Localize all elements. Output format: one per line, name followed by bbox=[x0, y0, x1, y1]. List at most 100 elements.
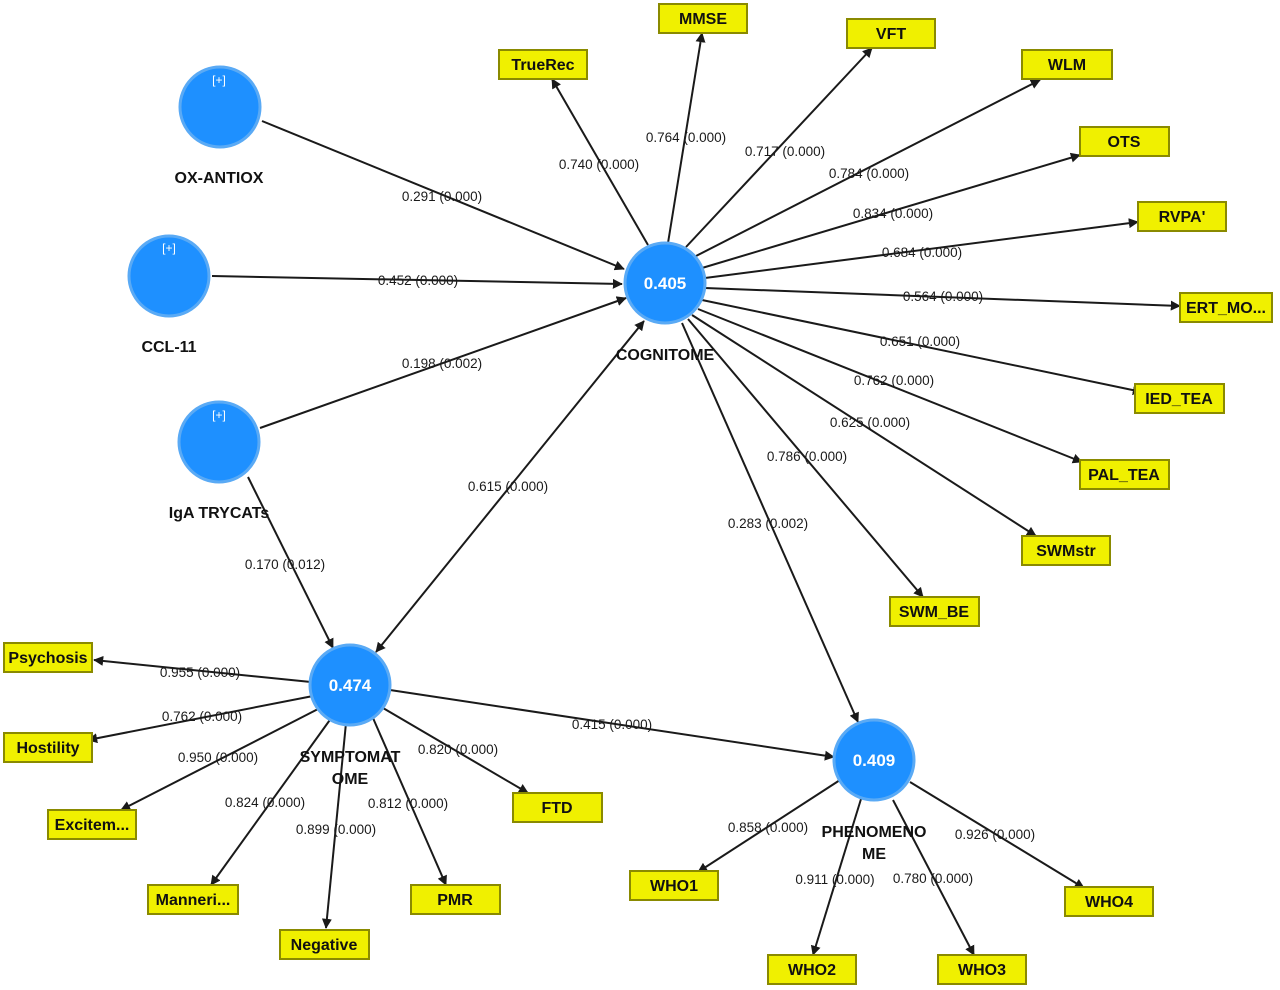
indicator-box bbox=[1021, 49, 1113, 80]
indicator-truerec[interactable]: TrueRec bbox=[498, 49, 588, 80]
latent-node-ccl-11[interactable]: [+] CCL-11 bbox=[127, 234, 211, 356]
indicator-pmr[interactable]: PMR bbox=[410, 884, 501, 915]
path-ox-cognitome-arrow bbox=[261, 120, 625, 271]
indicator-label: FTD bbox=[541, 800, 572, 817]
indicator-box bbox=[498, 49, 588, 80]
latent-node-iga-trycats[interactable]: [+] IgA TRYCATs bbox=[169, 400, 270, 522]
latent-node-cognitome[interactable]: 0.405 COGNITOME bbox=[616, 241, 715, 364]
loading-who3-arrow bbox=[892, 799, 975, 956]
indicator-swmstr[interactable]: SWMstr bbox=[1021, 535, 1111, 566]
indicator-box bbox=[279, 929, 370, 960]
indicator-pal-tea[interactable]: PAL_TEA bbox=[1079, 459, 1170, 490]
indicator-excitement[interactable]: Excitem... bbox=[47, 809, 137, 840]
indicator-mannerisms[interactable]: Manneri... bbox=[147, 884, 239, 915]
loading-label-who3: 0.780 (0.000) bbox=[893, 871, 973, 886]
r-squared-value: 0.474 bbox=[329, 676, 372, 695]
indicator-box bbox=[3, 642, 93, 673]
indicator-box bbox=[47, 809, 137, 840]
indicator-label: Manneri... bbox=[156, 892, 231, 909]
indicator-ert-mo[interactable]: ERT_MO... bbox=[1179, 292, 1273, 323]
latent-name: CCL-11 bbox=[141, 339, 196, 356]
loading-swmbe-arrow bbox=[687, 318, 924, 598]
indicator-box bbox=[147, 884, 239, 915]
loading-label-psychosis: 0.955 (0.000) bbox=[160, 665, 240, 680]
indicator-box bbox=[1179, 292, 1273, 323]
indicator-box bbox=[1137, 201, 1227, 232]
path-coef-ox-cognitome: 0.291 (0.000) bbox=[402, 189, 482, 204]
latent-circle bbox=[178, 65, 262, 149]
loading-negative-arrow bbox=[321, 722, 347, 929]
indicator-ftd[interactable]: FTD bbox=[512, 792, 603, 823]
indicator-who4[interactable]: WHO4 bbox=[1064, 886, 1154, 917]
indicator-label: WHO1 bbox=[650, 878, 698, 895]
path-cognitome-symptomatome-arrow bbox=[375, 320, 645, 653]
indicator-box bbox=[1134, 383, 1225, 414]
path-coef-iga-symptomatome: 0.170 (0.012) bbox=[245, 557, 325, 572]
loading-label-pal: 0.762 (0.000) bbox=[854, 373, 934, 388]
indicator-who2[interactable]: WHO2 bbox=[767, 954, 857, 985]
loading-manneri-arrow bbox=[210, 716, 333, 886]
indicator-psychosis[interactable]: Psychosis bbox=[3, 642, 93, 673]
latent-node-symptomatome[interactable]: 0.474 SYMPTOMAT OME bbox=[300, 643, 401, 788]
latent-circle bbox=[623, 241, 707, 325]
expand-marker[interactable]: [+] bbox=[212, 408, 226, 422]
indicator-box bbox=[512, 792, 603, 823]
loading-who1-arrow bbox=[697, 779, 841, 873]
loading-label-negative: 0.899 (0.000) bbox=[296, 822, 376, 837]
indicator-who3[interactable]: WHO3 bbox=[937, 954, 1027, 985]
latent-name-line: SYMPTOMAT bbox=[300, 749, 401, 766]
indicator-label: RVPA' bbox=[1159, 209, 1206, 226]
indicator-swm-be[interactable]: SWM_BE bbox=[889, 596, 980, 627]
indicator-ied-tea[interactable]: IED_TEA bbox=[1134, 383, 1225, 414]
indicator-box bbox=[658, 3, 748, 34]
loading-ert-arrow bbox=[704, 287, 1181, 311]
r-squared-value: 0.409 bbox=[853, 751, 896, 770]
indicator-mmse[interactable]: MMSE bbox=[658, 3, 748, 34]
loading-label-vft: 0.717 (0.000) bbox=[745, 144, 825, 159]
expand-marker[interactable]: [+] bbox=[162, 241, 176, 255]
indicator-box bbox=[1064, 886, 1154, 917]
indicator-hostility[interactable]: Hostility bbox=[3, 732, 93, 763]
indicator-label: TrueRec bbox=[511, 57, 574, 74]
indicator-box bbox=[1079, 126, 1170, 157]
loading-label-who4: 0.926 (0.000) bbox=[955, 827, 1035, 842]
loading-who4-arrow bbox=[909, 781, 1085, 889]
indicator-box bbox=[937, 954, 1027, 985]
loading-label-ots: 0.834 (0.000) bbox=[853, 206, 933, 221]
path-coef-symptomatome-phenomenome: 0.415 (0.000) bbox=[572, 717, 652, 732]
indicator-who1[interactable]: WHO1 bbox=[629, 870, 719, 901]
path-coef-cognitome-phenomenome: 0.283 (0.002) bbox=[728, 516, 808, 531]
latent-name: IgA TRYCATs bbox=[169, 505, 270, 522]
indicator-rvpa[interactable]: RVPA' bbox=[1137, 201, 1227, 232]
latent-circle bbox=[308, 643, 392, 727]
path-coef-ccl-cognitome: 0.452 (0.000) bbox=[378, 273, 458, 288]
indicator-vft[interactable]: VFT bbox=[846, 18, 936, 49]
loading-label-hostility: 0.762 (0.000) bbox=[162, 709, 242, 724]
loading-label-truerec: 0.740 (0.000) bbox=[559, 157, 639, 172]
indicator-label: WHO3 bbox=[958, 962, 1006, 979]
loading-wlm-arrow bbox=[695, 79, 1041, 257]
expand-marker[interactable]: [+] bbox=[212, 73, 226, 87]
indicator-box bbox=[846, 18, 936, 49]
indicator-box bbox=[410, 884, 501, 915]
loading-label-who2: 0.911 (0.000) bbox=[795, 872, 874, 887]
indicator-negative[interactable]: Negative bbox=[279, 929, 370, 960]
indicator-box bbox=[3, 732, 93, 763]
loading-label-ftd: 0.820 (0.000) bbox=[418, 742, 498, 757]
latent-circle bbox=[127, 234, 211, 318]
indicator-box bbox=[629, 870, 719, 901]
latent-name: COGNITOME bbox=[616, 347, 715, 364]
path-cognitome-phenomenome-arrow bbox=[681, 322, 859, 723]
loading-label-manneri: 0.824 (0.000) bbox=[225, 795, 305, 810]
path-ccl-cognitome-arrow bbox=[211, 275, 623, 289]
latent-name: OX-ANTIOX bbox=[175, 170, 264, 187]
latent-node-ox-antiox[interactable]: [+] OX-ANTIOX bbox=[175, 65, 264, 187]
loading-ied-arrow bbox=[701, 299, 1143, 396]
indicator-label: Hostility bbox=[16, 740, 79, 757]
loading-who2-arrow bbox=[810, 798, 862, 956]
indicator-ots[interactable]: OTS bbox=[1079, 126, 1170, 157]
indicator-label: PMR bbox=[437, 892, 473, 909]
indicator-wlm[interactable]: WLM bbox=[1021, 49, 1113, 80]
latent-name-line: OME bbox=[332, 771, 369, 788]
